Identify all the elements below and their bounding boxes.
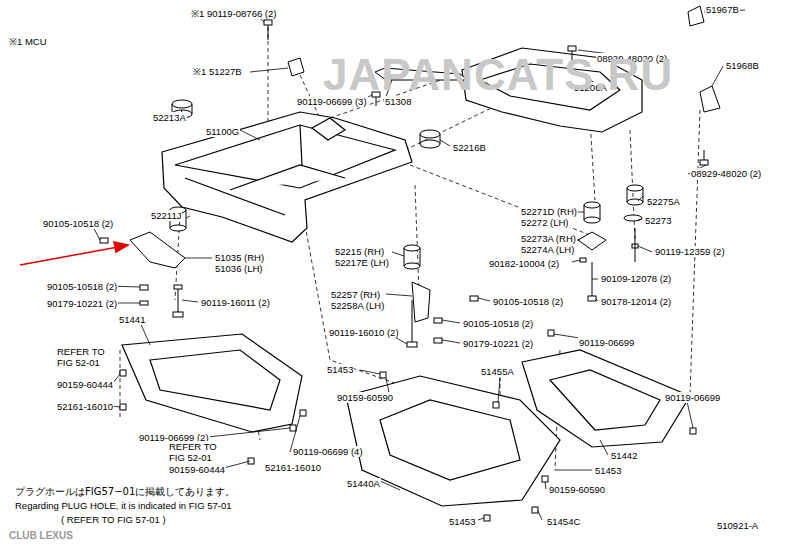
part-number: REFER TO xyxy=(168,441,218,452)
part-number: 51455A xyxy=(480,366,515,377)
part-number: 90105-10518 (2) xyxy=(492,296,564,307)
watermark: CLUB LEXUS xyxy=(8,530,74,541)
part-number: 51100G xyxy=(205,126,240,137)
part-number: 90119-12359 (2) xyxy=(654,246,726,257)
part-number: 52217E (LH) xyxy=(334,257,390,268)
part-number: ※1 MCU xyxy=(8,36,48,47)
part-number: 52161-16010 xyxy=(56,401,114,412)
part-number: 90109-12078 (2) xyxy=(600,273,672,284)
part-number: REFER TO xyxy=(56,346,106,357)
part-number: 52273 xyxy=(644,215,672,226)
part-number: 90119-06699 (4) xyxy=(292,446,364,457)
part-number: ※1 51227B xyxy=(192,66,243,77)
part-number: 90105-10518 (2) xyxy=(462,318,534,329)
part-number: 52272 (LH) xyxy=(520,217,570,228)
part-number: 90179-10221 (2) xyxy=(462,338,534,349)
part-number: 51036 (LH) xyxy=(214,263,264,274)
part-number: 51035 (RH) xyxy=(214,252,265,263)
part-number: 51453 xyxy=(326,364,354,375)
part-number: 51454C xyxy=(546,516,581,527)
part-number: 52215 (RH) xyxy=(334,246,385,257)
part-number: 51442 xyxy=(610,450,638,461)
part-number: 510921-A xyxy=(716,520,759,531)
part-number: FIG 52-01 xyxy=(168,452,213,463)
part-number: 52257 (RH) xyxy=(330,289,381,300)
part-number: 90119-06699 xyxy=(664,392,721,403)
part-number: 52216B xyxy=(452,142,487,153)
part-number: 51453 xyxy=(594,465,622,476)
watermark: JAPANCATS.RU xyxy=(322,52,674,98)
part-number: 51968B xyxy=(725,60,760,71)
part-number: 90105-10518 (2) xyxy=(46,281,118,292)
part-number: 52213A xyxy=(152,112,187,123)
part-number: FIG 52-01 xyxy=(56,357,101,368)
part-number: 90119-16010 (2) xyxy=(328,327,400,338)
part-number: ( REFER TO FIG 57-01 ) xyxy=(60,514,167,525)
part-number: 90178-12014 (2) xyxy=(600,296,672,307)
part-number: 08929-48020 (2) xyxy=(690,168,762,179)
part-number: 90159-60590 xyxy=(336,392,394,403)
part-number: ※1 90119-08766 (2) xyxy=(190,8,277,19)
part-number: 90159-60444 xyxy=(56,379,114,390)
part-number: 90182-10004 (2) xyxy=(488,258,560,269)
part-number: 52161-16010 xyxy=(264,462,322,473)
part-number: 51967B xyxy=(705,4,740,15)
part-number: 52258A (LH) xyxy=(330,300,385,311)
part-number: 52275A xyxy=(646,196,681,207)
part-number: 90119-16011 (2) xyxy=(200,297,271,308)
part-number: 51441 xyxy=(118,314,146,325)
part-number: 90105-10518 (2) xyxy=(42,218,114,229)
part-number: 52271D (RH) xyxy=(520,206,578,217)
part-number: 90179-10221 (2) xyxy=(46,298,118,309)
part-number: 52273A (RH) xyxy=(520,233,577,244)
part-number: Regarding PLUG HOLE, it is indicated in … xyxy=(14,500,233,511)
part-number: 52274A (LH) xyxy=(520,244,575,255)
part-number: 90159-60590 xyxy=(548,484,606,495)
part-number: 90119-06699 xyxy=(578,337,635,348)
part-number: 51440A xyxy=(346,478,381,489)
part-number: 90159-60444 xyxy=(168,464,226,475)
note-text: プラグホールはFIG57−01に掲載してあります。 xyxy=(14,486,236,497)
part-number: 52211J xyxy=(150,210,182,221)
part-number: 51453 xyxy=(448,516,476,527)
